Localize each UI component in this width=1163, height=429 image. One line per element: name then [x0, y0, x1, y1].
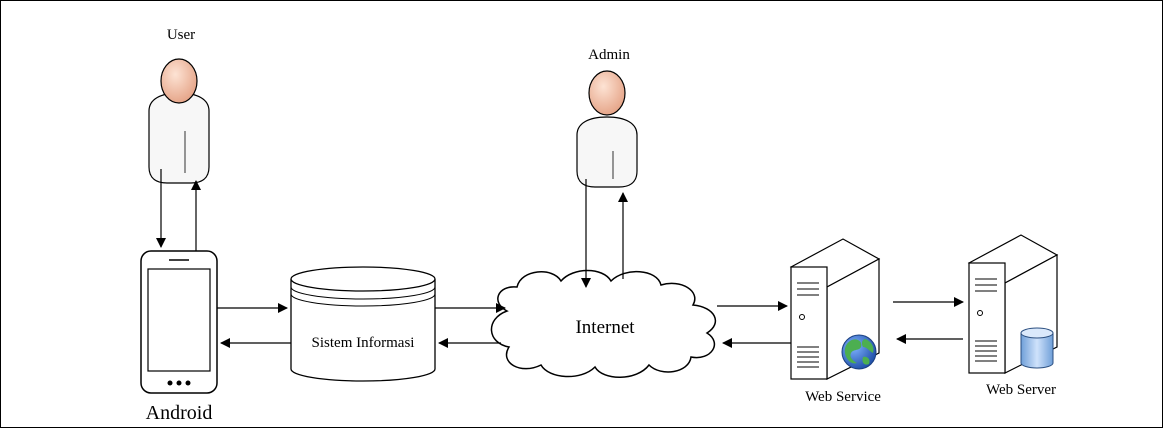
internet-cloud-icon: [490, 269, 717, 378]
admin-person-icon: [576, 70, 638, 188]
web-server-label: Web Server: [985, 382, 1057, 398]
database-icon: [1020, 327, 1054, 369]
android-smartphone-icon: [140, 250, 218, 394]
sistem-informasi-label: Sistem Informasi: [311, 335, 415, 351]
user-label: User: [166, 27, 196, 43]
globe-icon: [841, 334, 877, 370]
sistem-informasi-database-icon: [290, 266, 436, 382]
user-person-icon: [148, 58, 210, 184]
android-label: Android: [145, 402, 213, 424]
admin-label: Admin: [588, 47, 630, 63]
web-service-label: Web Service: [805, 389, 881, 405]
internet-label: Internet: [575, 317, 635, 338]
